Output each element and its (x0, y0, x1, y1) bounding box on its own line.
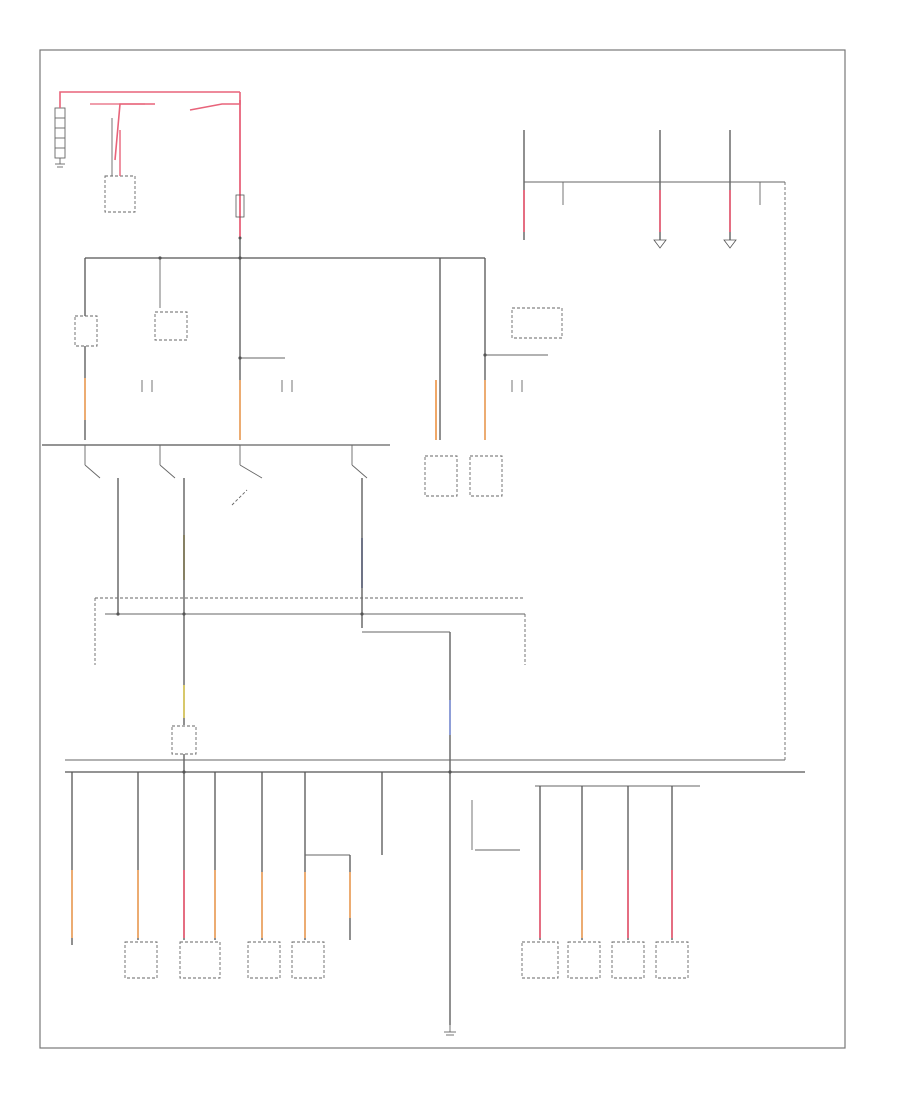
instrument-cluster-box (469, 455, 503, 497)
ground-icon (55, 158, 65, 168)
ground-icon (653, 239, 737, 249)
top-right-feeds (523, 130, 786, 760)
orange-wires-upper (84, 378, 486, 440)
fuel-relay-box (154, 311, 188, 341)
lower-drops (171, 615, 451, 1025)
ground-icon (444, 1025, 456, 1036)
relay-box-left (74, 315, 98, 347)
connector-drops (117, 478, 363, 628)
generator-box (104, 175, 136, 213)
battery-section (54, 91, 241, 213)
ground-icon (141, 380, 523, 392)
diagram-frame (39, 49, 846, 1049)
fuse-icon (235, 194, 245, 218)
load-boxes (124, 941, 689, 979)
connector-band (94, 597, 526, 665)
relay-icon (511, 307, 563, 339)
battery-icon (54, 107, 66, 159)
module-box (171, 725, 197, 755)
ignition-switch-row (42, 444, 503, 506)
fuse-bus-lower (65, 759, 805, 945)
colored-wires-lower (71, 870, 673, 938)
fuse-bus-upper (74, 257, 563, 440)
switch-icon (84, 445, 368, 479)
horn-box (424, 455, 458, 497)
